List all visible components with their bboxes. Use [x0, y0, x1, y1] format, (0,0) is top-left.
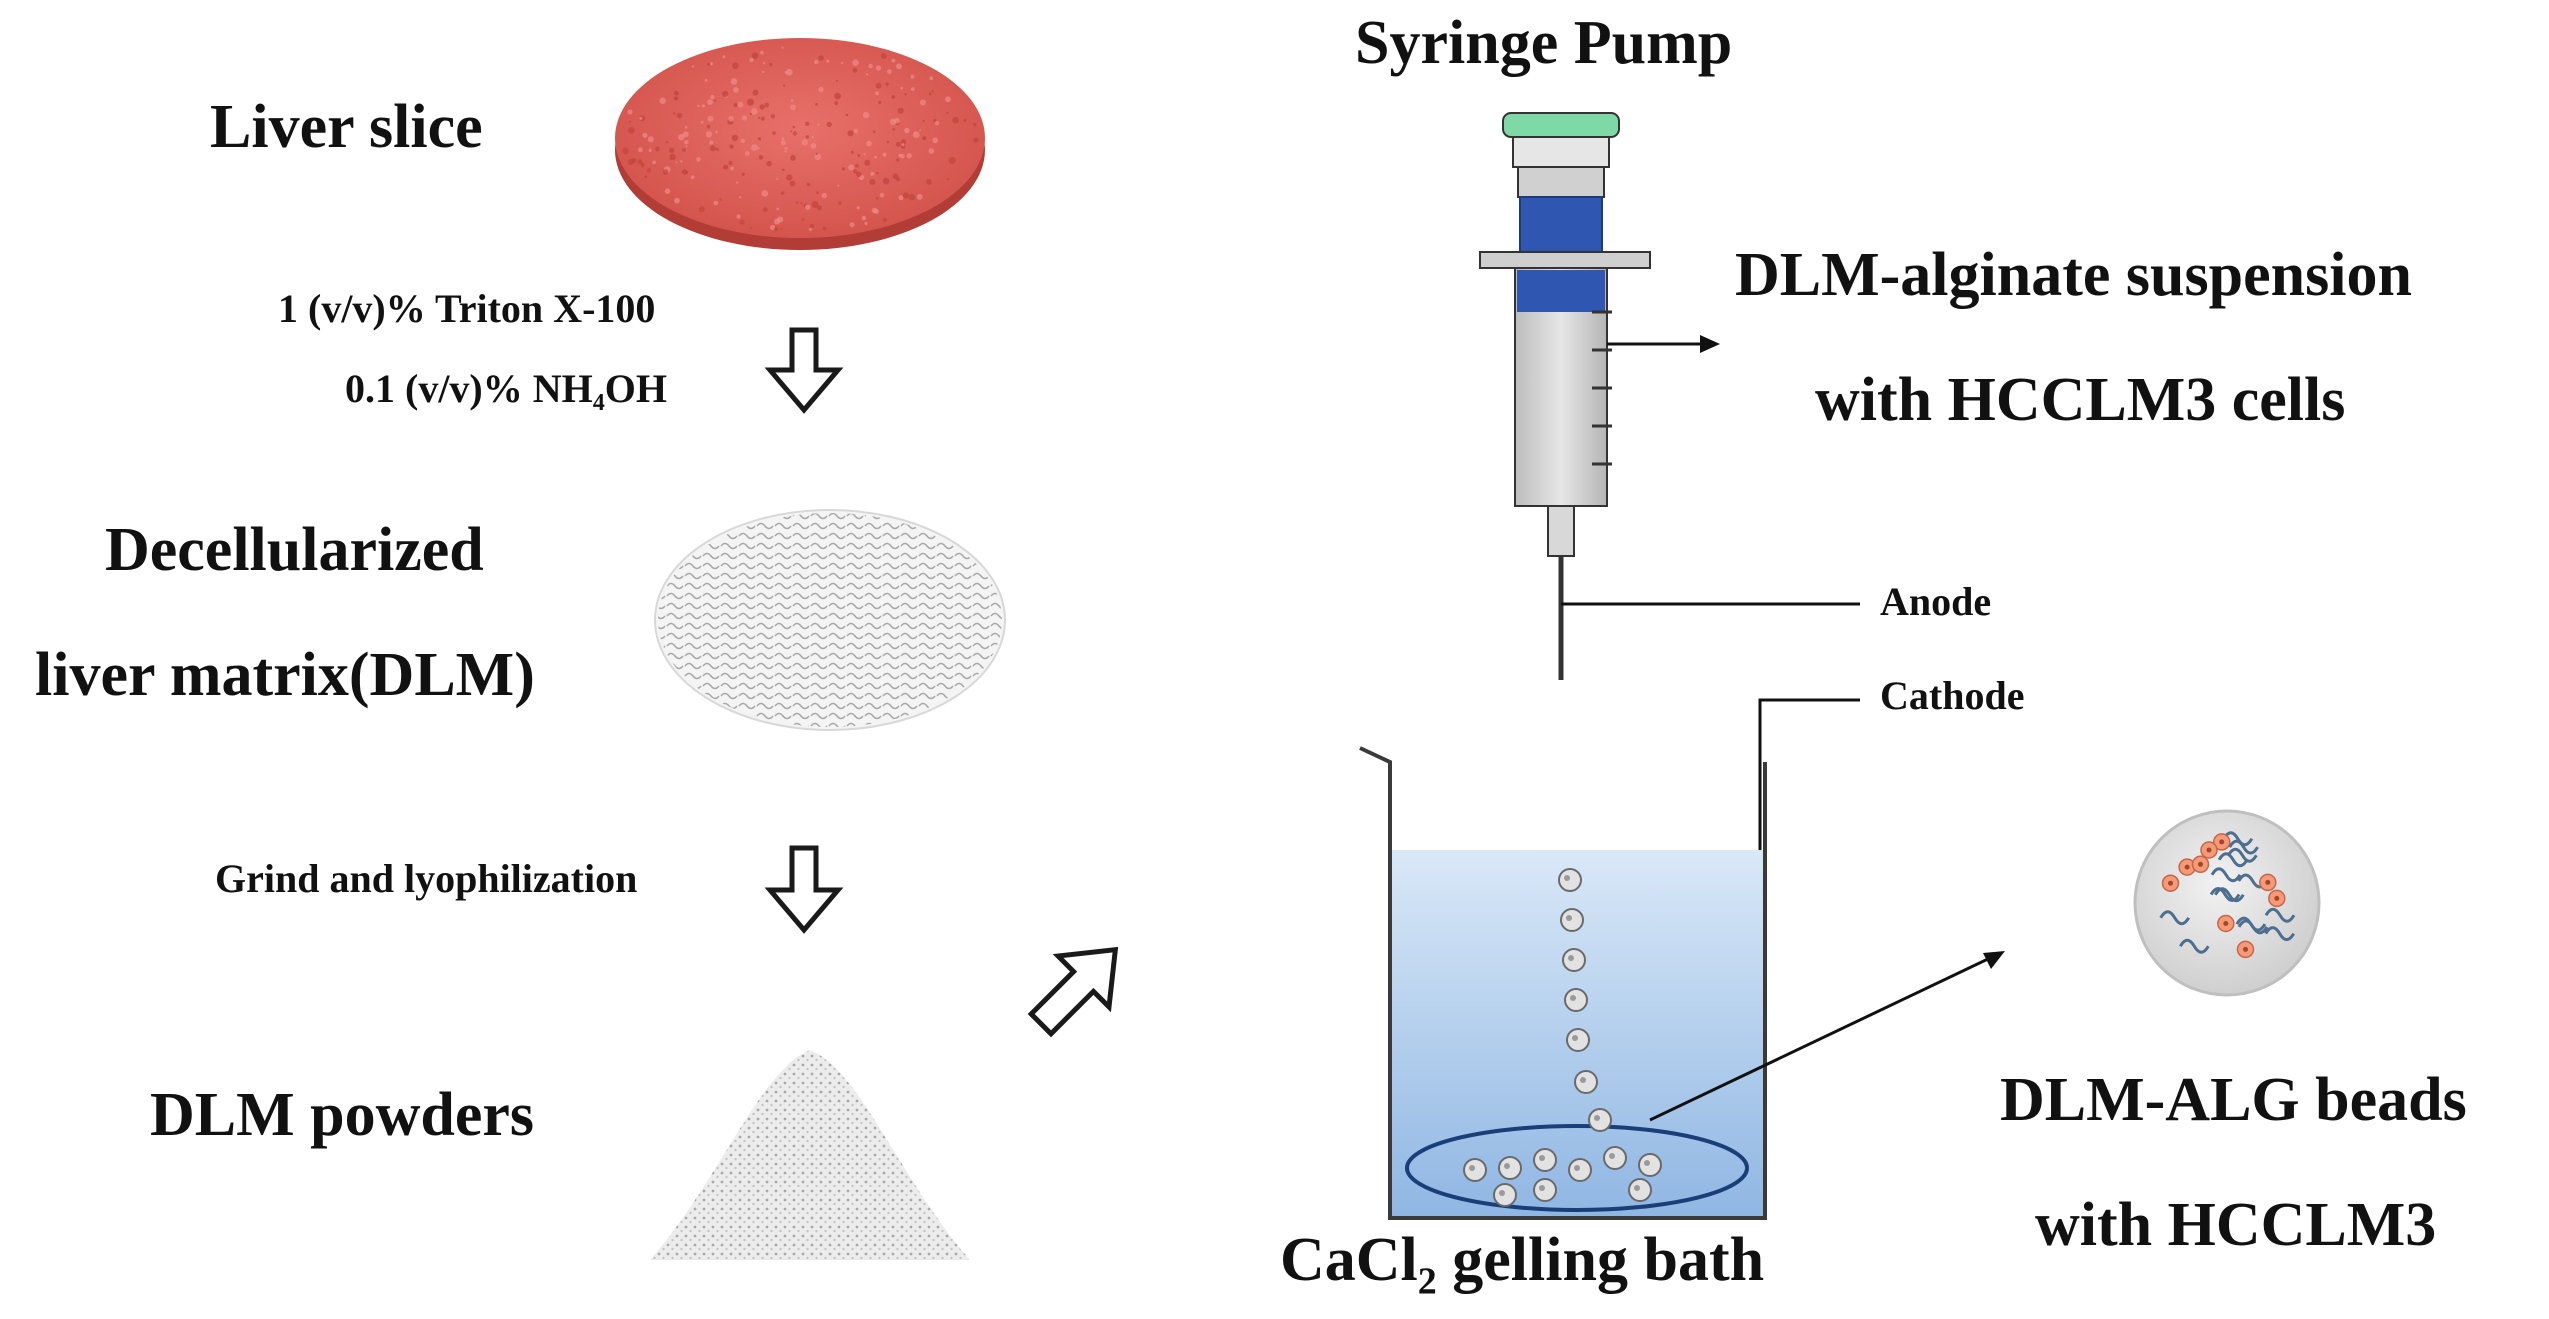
suspension-label-line1: DLM-alginate suspension — [1735, 241, 2412, 309]
down-arrow-2 — [764, 845, 844, 934]
beads-label-line2: with HCCLM3 — [2035, 1191, 2437, 1259]
syringe-image — [1479, 112, 1651, 680]
beaker-image — [1359, 746, 2005, 1220]
dlm-label-line2: liver matrix(DLM) — [35, 641, 535, 709]
dlm-powder-pile-image — [650, 1050, 970, 1260]
syringe-pump-label: Syringe Pump — [1355, 9, 1733, 77]
bead-detail-image — [2133, 809, 2321, 997]
gelling-bath-label: CaCl2 gelling bath — [1280, 1225, 1764, 1303]
dlm-disc-image — [654, 509, 1006, 731]
transition-arrow — [1027, 946, 1119, 1038]
down-arrow-1 — [764, 327, 844, 414]
gelling-bath-suffix: gelling bath — [1436, 1226, 1765, 1294]
anode-label: Anode — [1880, 579, 1992, 624]
cathode-wire — [1758, 698, 1860, 1130]
cathode-label: Cathode — [1880, 673, 2025, 718]
dlm-label-line1: Decellularized — [105, 516, 484, 584]
liver-slice-image — [615, 38, 985, 250]
gelling-bath-subscript: 2 — [1417, 1260, 1437, 1303]
step1-reagent-line1: 1 (v/v)% Triton X-100 — [278, 286, 656, 331]
beads-label-line1: DLM-ALG beads — [2000, 1066, 2467, 1134]
gelling-bath-prefix: CaCl — [1280, 1226, 1418, 1294]
liver-slice-label: Liver slice — [210, 93, 483, 161]
suspension-pointer — [1607, 335, 1720, 353]
suspension-label-line2: with HCCLM3 cells — [1815, 366, 2346, 434]
step2-process-label: Grind and lyophilization — [215, 856, 638, 901]
step1-reagent-line2: 0.1 (v/v)% NH₄OH — [345, 366, 667, 411]
dlm-powders-label: DLM powders — [150, 1081, 535, 1149]
